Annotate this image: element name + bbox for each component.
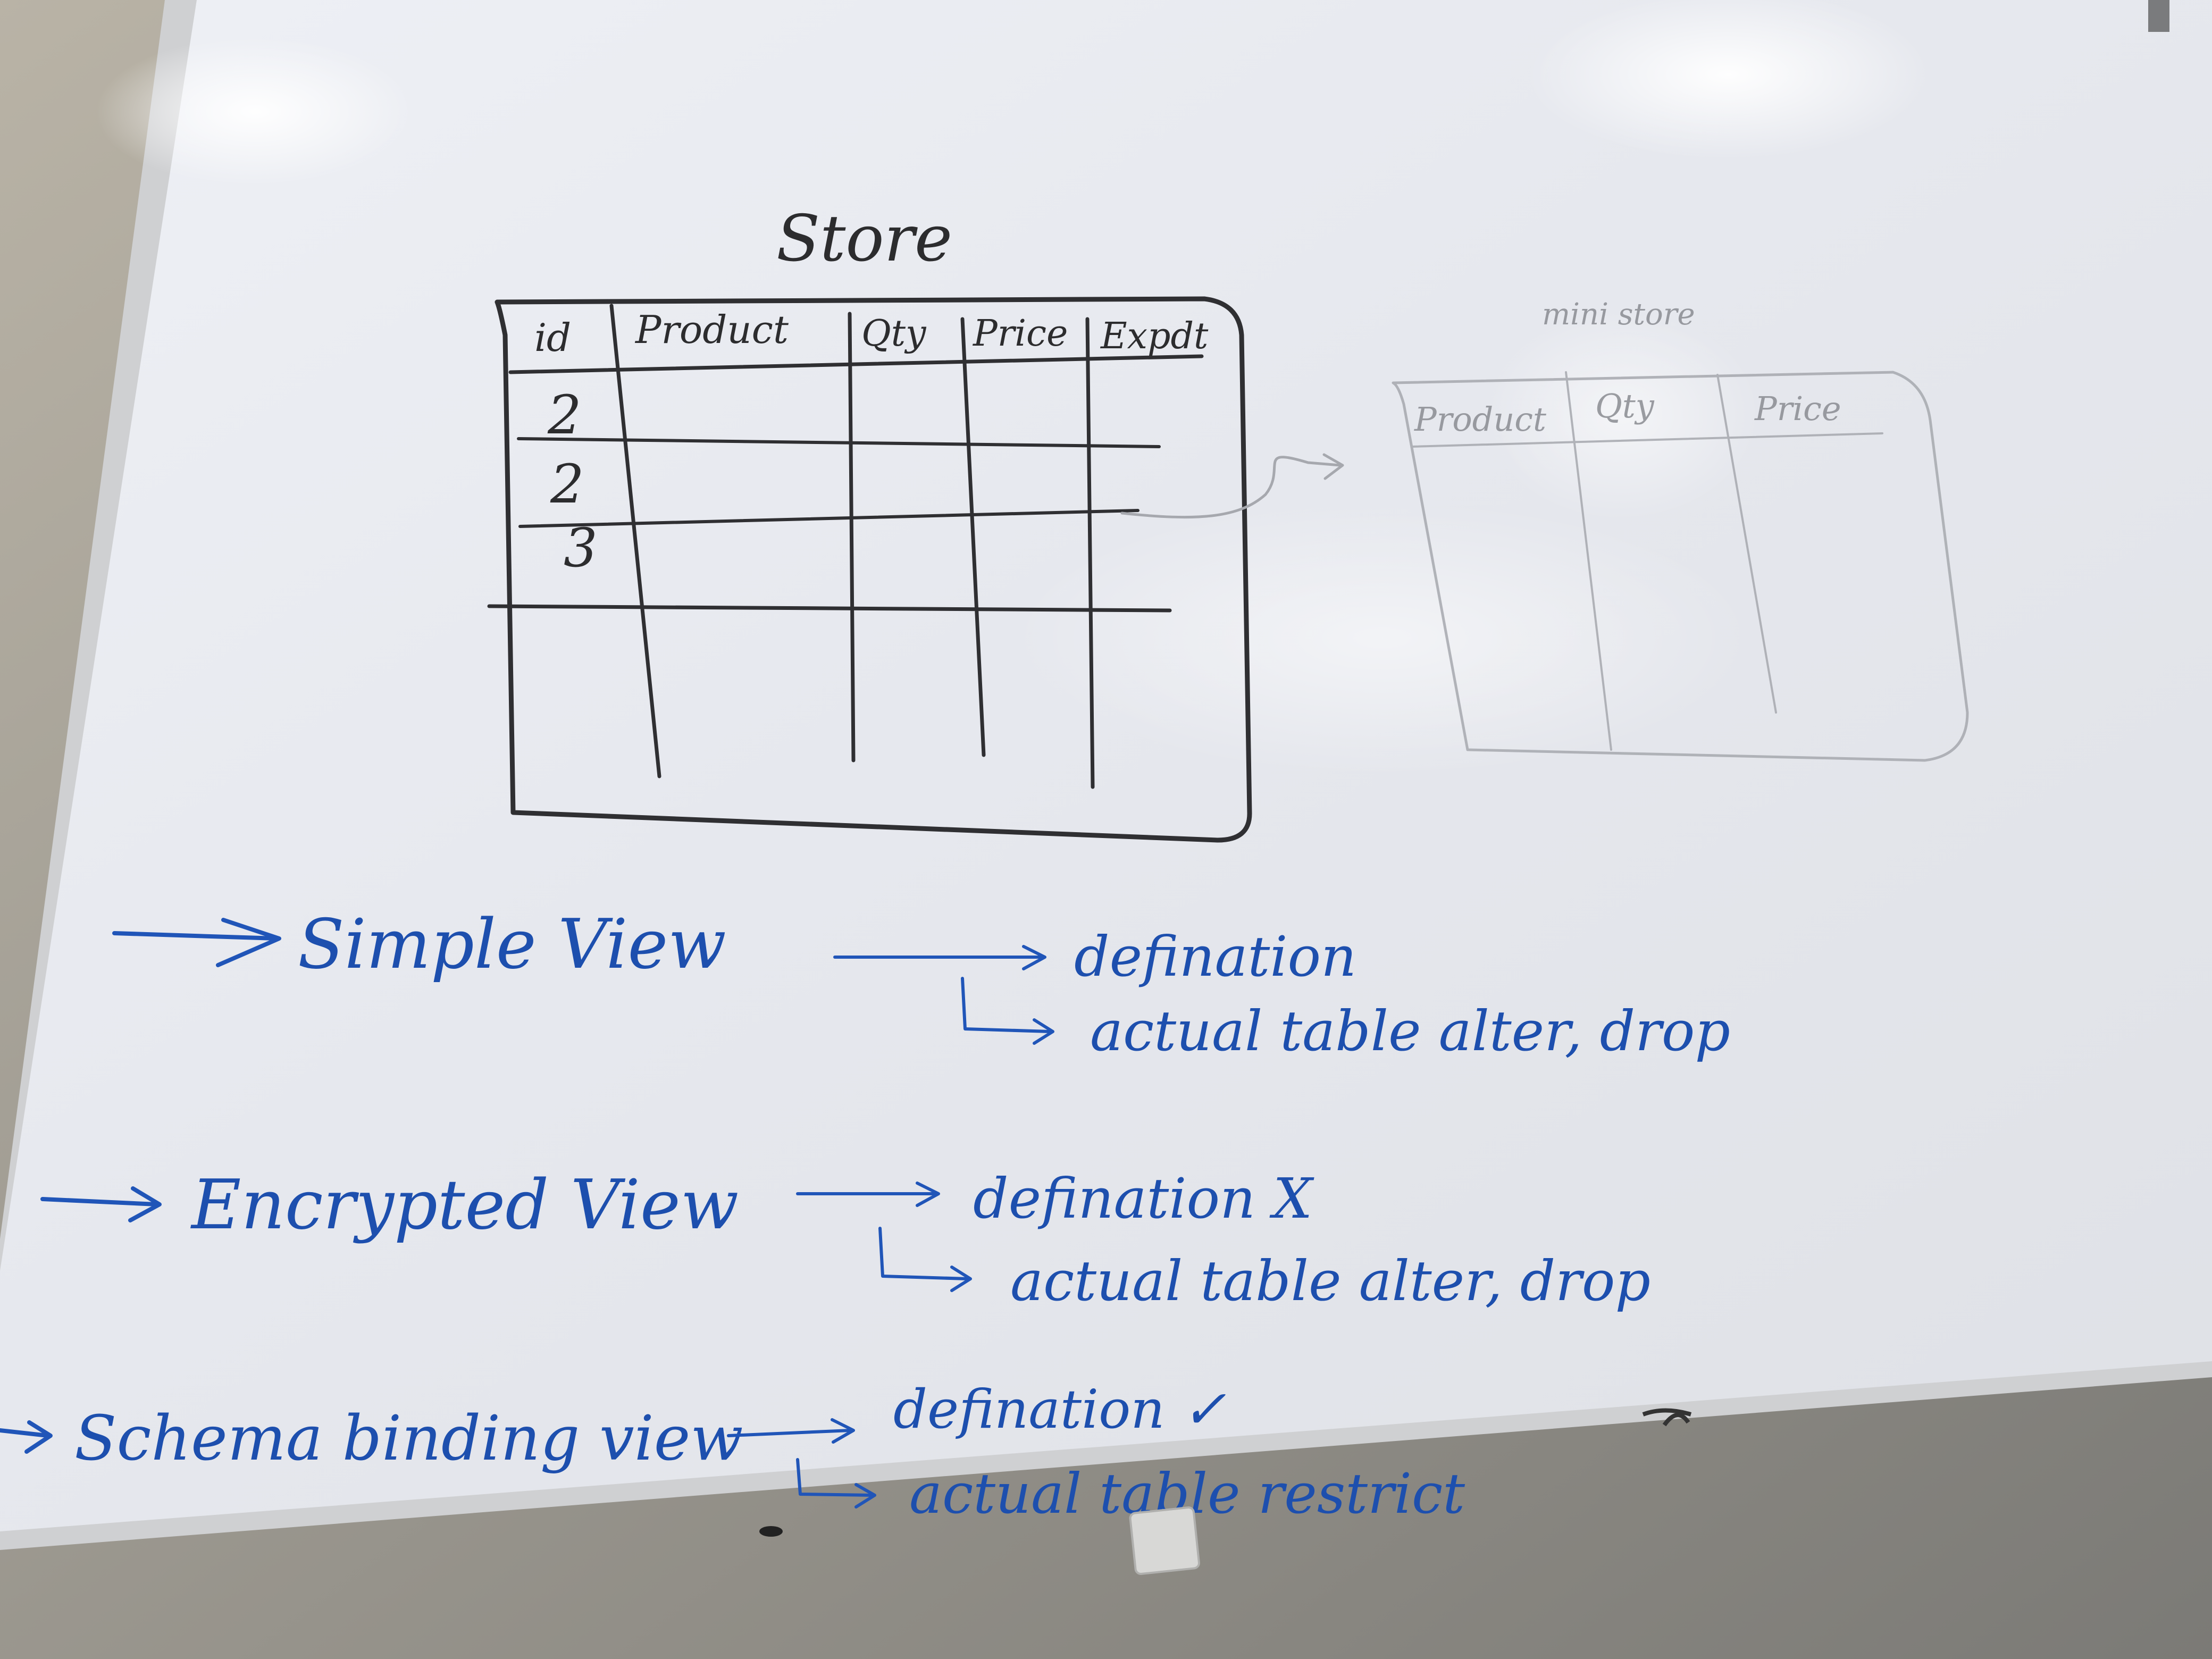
note-1-definition-arrowhead [1022, 945, 1046, 970]
tray-clip [1129, 1506, 1200, 1575]
connector-arrow [1120, 456, 1342, 519]
mini-store-outline [1392, 371, 1969, 762]
mini-store-header-qty: Qty [1595, 387, 1655, 425]
store-col-line-3 [960, 317, 986, 757]
mini-store-col-line-2 [1716, 374, 1777, 714]
note-3-bullet-arrow [0, 1428, 50, 1438]
note-3-definition-arrowhead [831, 1418, 855, 1444]
store-header-product: Product [634, 307, 789, 352]
eraser-mark [1642, 1408, 1692, 1427]
note-2-branch-arrow [878, 1227, 969, 1280]
store-col-line-1 [609, 304, 661, 778]
store-header-price: Price [972, 313, 1068, 355]
note-1-view-label: Simple View [298, 905, 726, 984]
store-row-3-id: 3 [564, 517, 598, 579]
mini-store-col-line-1 [1565, 371, 1612, 751]
note-3-view-label: Schema binding view [74, 1403, 743, 1474]
store-row-line-2 [518, 509, 1139, 528]
note-2-branch-arrowhead [950, 1266, 972, 1292]
note-3-branch-arrow [796, 1458, 874, 1497]
note-2-bullet-arrow [40, 1197, 159, 1206]
mini-store-header-line [1411, 432, 1883, 448]
store-header-qty: Qty [861, 313, 927, 355]
store-col-line-2 [848, 312, 856, 763]
store-table-outline [495, 296, 1252, 843]
mini-store-title: mini store [1542, 297, 1695, 332]
marker-smudge [759, 1526, 783, 1537]
store-title: Store [776, 202, 952, 276]
note-1-definition: defination [1074, 924, 1356, 989]
store-header-expdt: Expdt [1100, 315, 1209, 357]
store-row-1-id: 2 [547, 384, 582, 446]
connector-arrowhead [1322, 453, 1344, 480]
store-table: Store id Product Qty Price Expdt 2 2 3 [487, 202, 1252, 843]
note-1-bullet-arrowhead [216, 918, 281, 967]
note-1-bullet-arrow [112, 931, 279, 941]
note-1-branch-arrowhead [1033, 1018, 1054, 1045]
mini-store-table: mini store Product Qty Price [1392, 297, 1969, 762]
note-encrypted-view: Encrypted View defination X actual table… [40, 1166, 1650, 1313]
mini-store-header-price: Price [1754, 389, 1841, 428]
store-row-line-3 [487, 604, 1172, 613]
note-3-branch-arrowhead [854, 1483, 876, 1509]
note-3-definition: defination ✓ [893, 1378, 1226, 1440]
note-2-table-action: actual table alter, drop [1010, 1249, 1650, 1313]
note-2-definition-arrowhead [916, 1182, 940, 1207]
note-3-bullet-arrowhead [24, 1420, 53, 1454]
frame-corner-bracket [2148, 0, 2169, 32]
store-header-id: id [534, 315, 571, 360]
note-2-bullet-arrowhead [128, 1186, 162, 1222]
glare-left [96, 37, 415, 186]
glare-center [1010, 500, 1755, 776]
note-1-branch-arrow [961, 977, 1052, 1033]
note-2-view-label: Encrypted View [190, 1166, 739, 1245]
store-col-line-4 [1085, 317, 1095, 789]
glare-right [1484, 308, 1760, 521]
glare-top-right [1526, 0, 1930, 160]
note-2-definition: defination X [973, 1166, 1314, 1231]
note-1-table-action: actual table alter, drop [1090, 999, 1730, 1063]
note-schema-binding-view: Schema binding view defination ✓ actual … [0, 1378, 1465, 1526]
store-row-2-id: 2 [550, 453, 584, 515]
note-simple-view: Simple View defination actual table alte… [112, 905, 1730, 1063]
mini-store-header-product: Product [1414, 400, 1546, 439]
note-3-definition-arrow [727, 1429, 852, 1437]
